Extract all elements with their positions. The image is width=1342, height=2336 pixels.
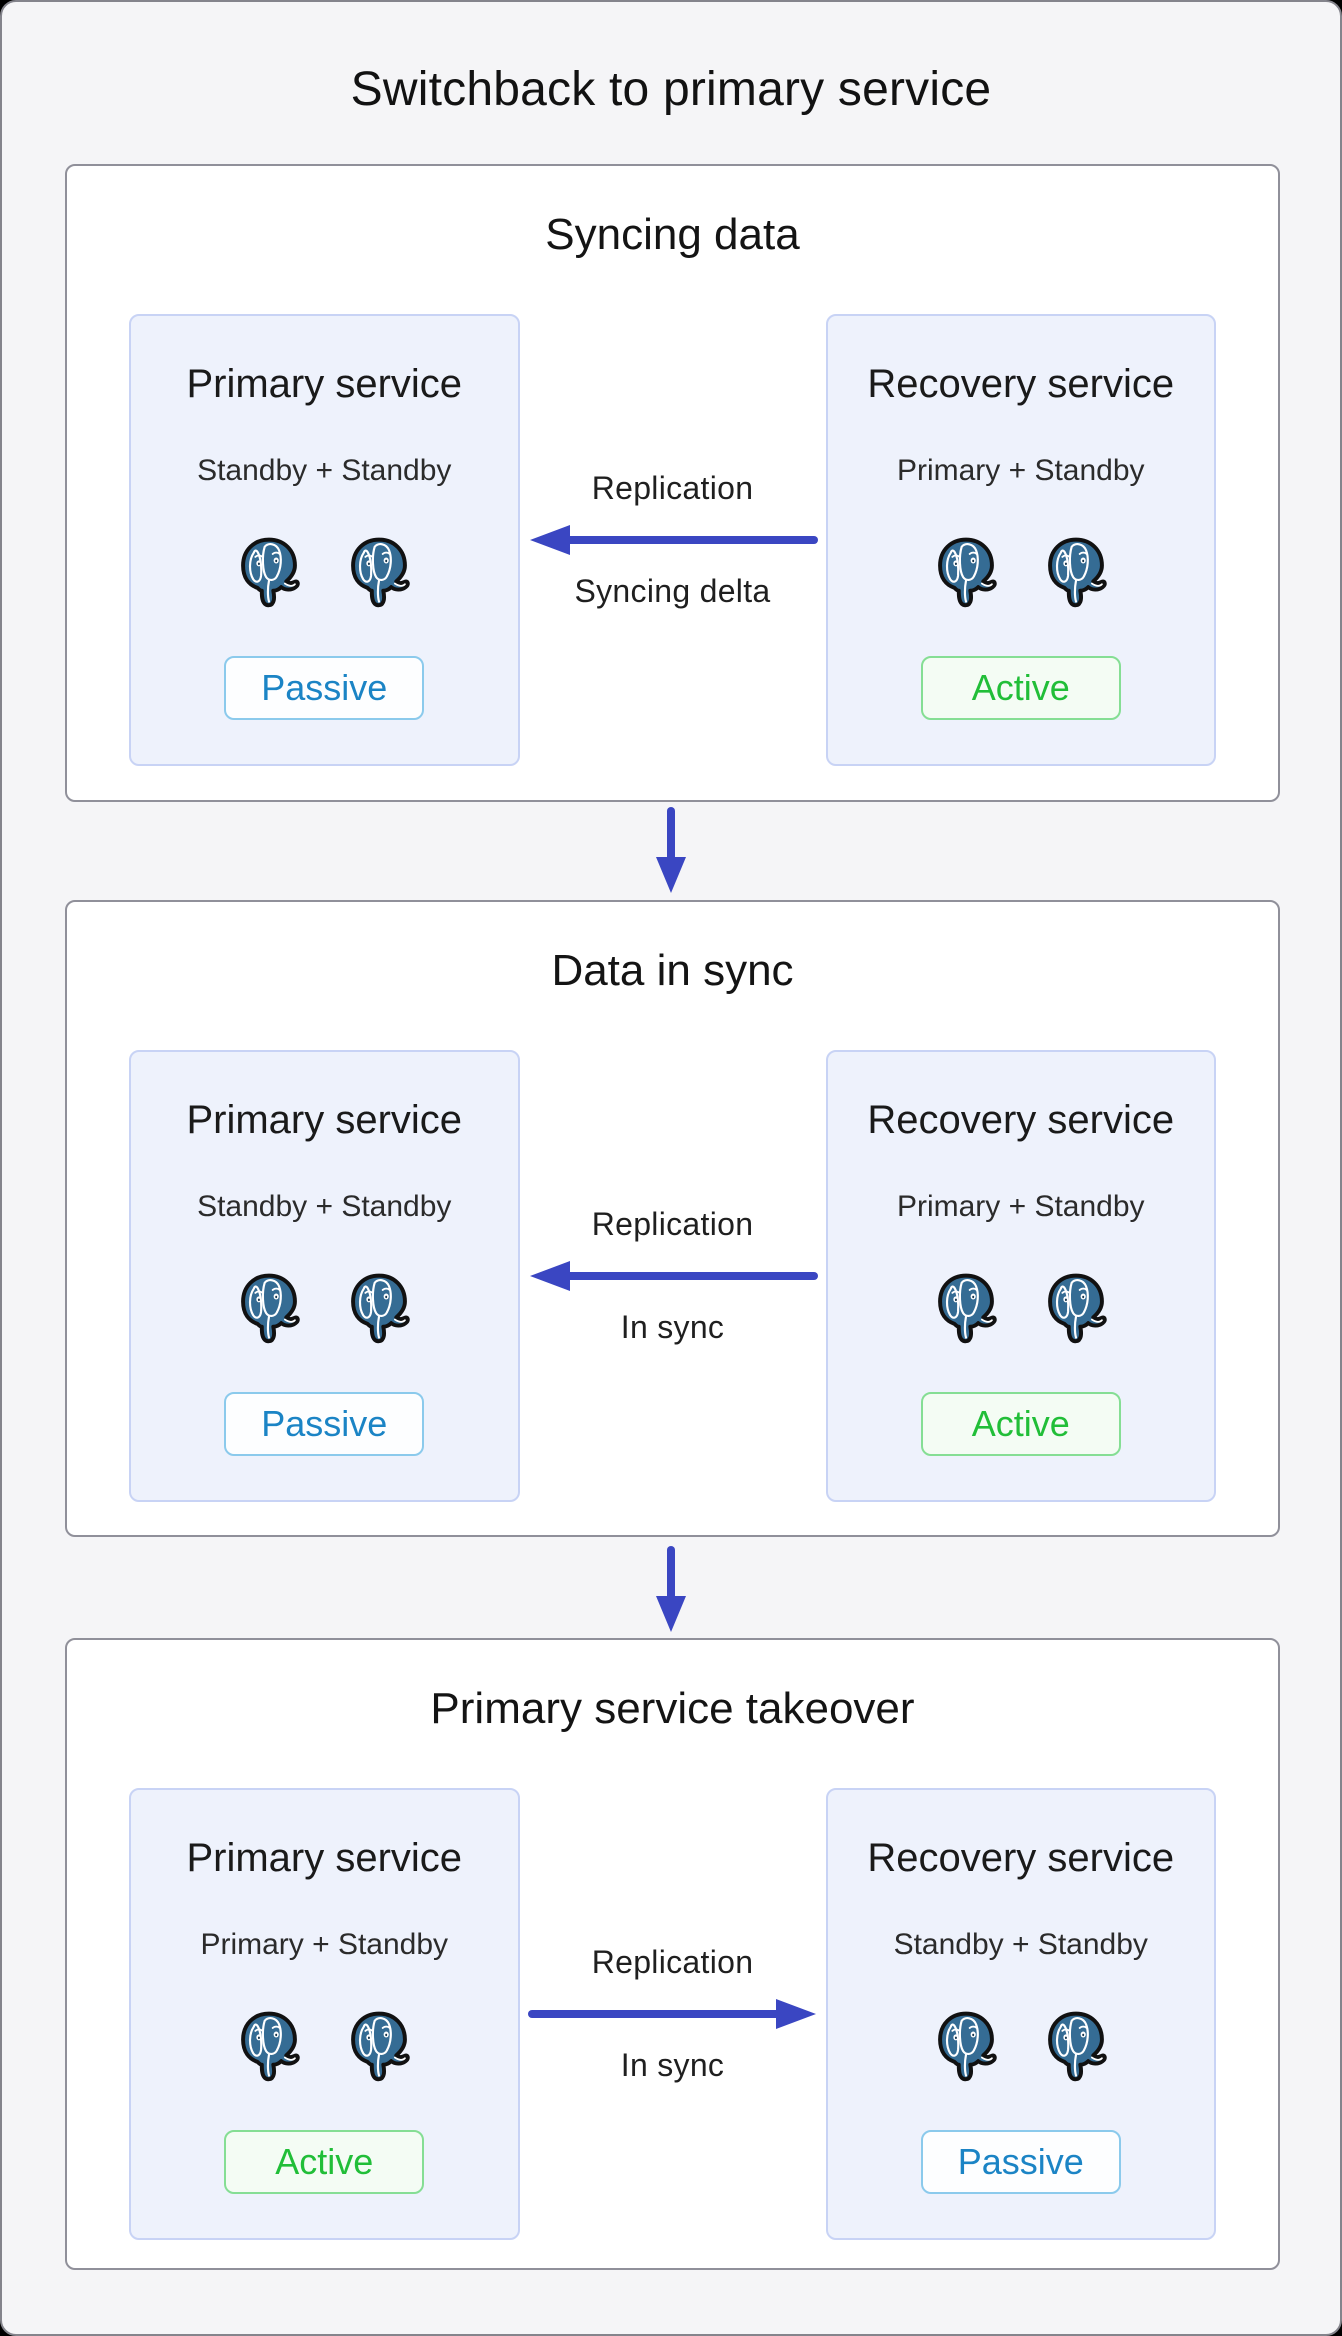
stage-syncing-data: Syncing data Primary service Standby + S… — [65, 164, 1280, 802]
primary-service-box: Primary service Primary + Standby — [129, 1788, 520, 2240]
database-instances — [233, 535, 415, 609]
status-badge: Active — [920, 1392, 1121, 1456]
stage-row: Primary service Standby + Standby — [129, 314, 1216, 766]
database-instances — [930, 535, 1112, 609]
replication-arrow-group: Replication In sync — [520, 1050, 826, 1502]
recovery-service-box: Recovery service Primary + Standby — [825, 1050, 1216, 1502]
page-title: Switchback to primary service — [350, 63, 992, 116]
primary-service-box: Primary service Standby + Standby — [129, 1050, 520, 1502]
stage-title: Syncing data — [545, 210, 800, 259]
postgresql-elephant-icon — [930, 2009, 1002, 2083]
recovery-service-box: Recovery service Standby + Standby — [825, 1788, 1216, 2240]
postgresql-elephant-icon — [343, 2009, 415, 2083]
service-box-subtitle: Standby + Standby — [197, 1190, 452, 1223]
postgresql-elephant-icon — [930, 1271, 1002, 1345]
status-badge: Active — [224, 2130, 425, 2194]
arrow-label-top: Replication — [591, 1206, 754, 1242]
replication-arrow-group: Replication Syncing delta — [520, 314, 826, 766]
stage-data-in-sync: Data in sync Primary service Standby + S… — [65, 900, 1280, 1537]
next-stage-arrow-icon — [2, 1546, 1340, 1634]
postgresql-elephant-icon — [233, 535, 305, 609]
arrow-label-top: Replication — [591, 470, 754, 506]
service-box-title: Recovery service — [867, 1836, 1175, 1880]
database-instances — [233, 1271, 415, 1345]
service-box-title: Primary service — [186, 362, 463, 406]
next-stage-arrow-icon — [2, 807, 1340, 895]
stage-row: Primary service Primary + Standby — [129, 1788, 1216, 2240]
service-box-subtitle: Standby + Standby — [893, 1928, 1148, 1961]
replication-arrow-icon — [528, 1258, 818, 1294]
status-badge: Passive — [224, 656, 425, 720]
stage-title: Data in sync — [551, 946, 794, 995]
arrow-label-bottom: In sync — [620, 1309, 725, 1345]
status-badge: Passive — [920, 2130, 1121, 2194]
service-box-title: Primary service — [186, 1098, 463, 1142]
service-box-subtitle: Primary + Standby — [896, 1190, 1145, 1223]
status-badge: Active — [920, 656, 1121, 720]
postgresql-elephant-icon — [343, 535, 415, 609]
status-badge: Passive — [224, 1392, 425, 1456]
postgresql-elephant-icon — [1040, 1271, 1112, 1345]
stage-title: Primary service takeover — [430, 1684, 915, 1733]
primary-service-box: Primary service Standby + Standby — [129, 314, 520, 766]
service-box-title: Recovery service — [867, 1098, 1175, 1142]
database-instances — [930, 2009, 1112, 2083]
postgresql-elephant-icon — [233, 2009, 305, 2083]
replication-arrow-icon — [528, 522, 818, 558]
stage-primary-takeover: Primary service takeover Primary service… — [65, 1638, 1280, 2270]
recovery-service-box: Recovery service Primary + Standby — [825, 314, 1216, 766]
service-box-subtitle: Primary + Standby — [896, 454, 1145, 487]
arrow-label-top: Replication — [591, 1944, 754, 1980]
replication-arrow-icon — [527, 1996, 818, 2032]
stage-row: Primary service Standby + Standby — [129, 1050, 1216, 1502]
database-instances — [233, 2009, 415, 2083]
service-box-title: Primary service — [186, 1836, 463, 1880]
service-box-title: Recovery service — [867, 362, 1175, 406]
arrow-label-bottom: In sync — [620, 2047, 725, 2083]
postgresql-elephant-icon — [343, 1271, 415, 1345]
replication-arrow-group: Replication In sync — [520, 1788, 826, 2240]
database-instances — [930, 1271, 1112, 1345]
service-box-subtitle: Standby + Standby — [197, 454, 452, 487]
postgresql-elephant-icon — [1040, 535, 1112, 609]
postgresql-elephant-icon — [930, 535, 1002, 609]
arrow-label-bottom: Syncing delta — [574, 573, 771, 609]
service-box-subtitle: Primary + Standby — [200, 1928, 449, 1961]
postgresql-elephant-icon — [1040, 2009, 1112, 2083]
postgresql-elephant-icon — [233, 1271, 305, 1345]
